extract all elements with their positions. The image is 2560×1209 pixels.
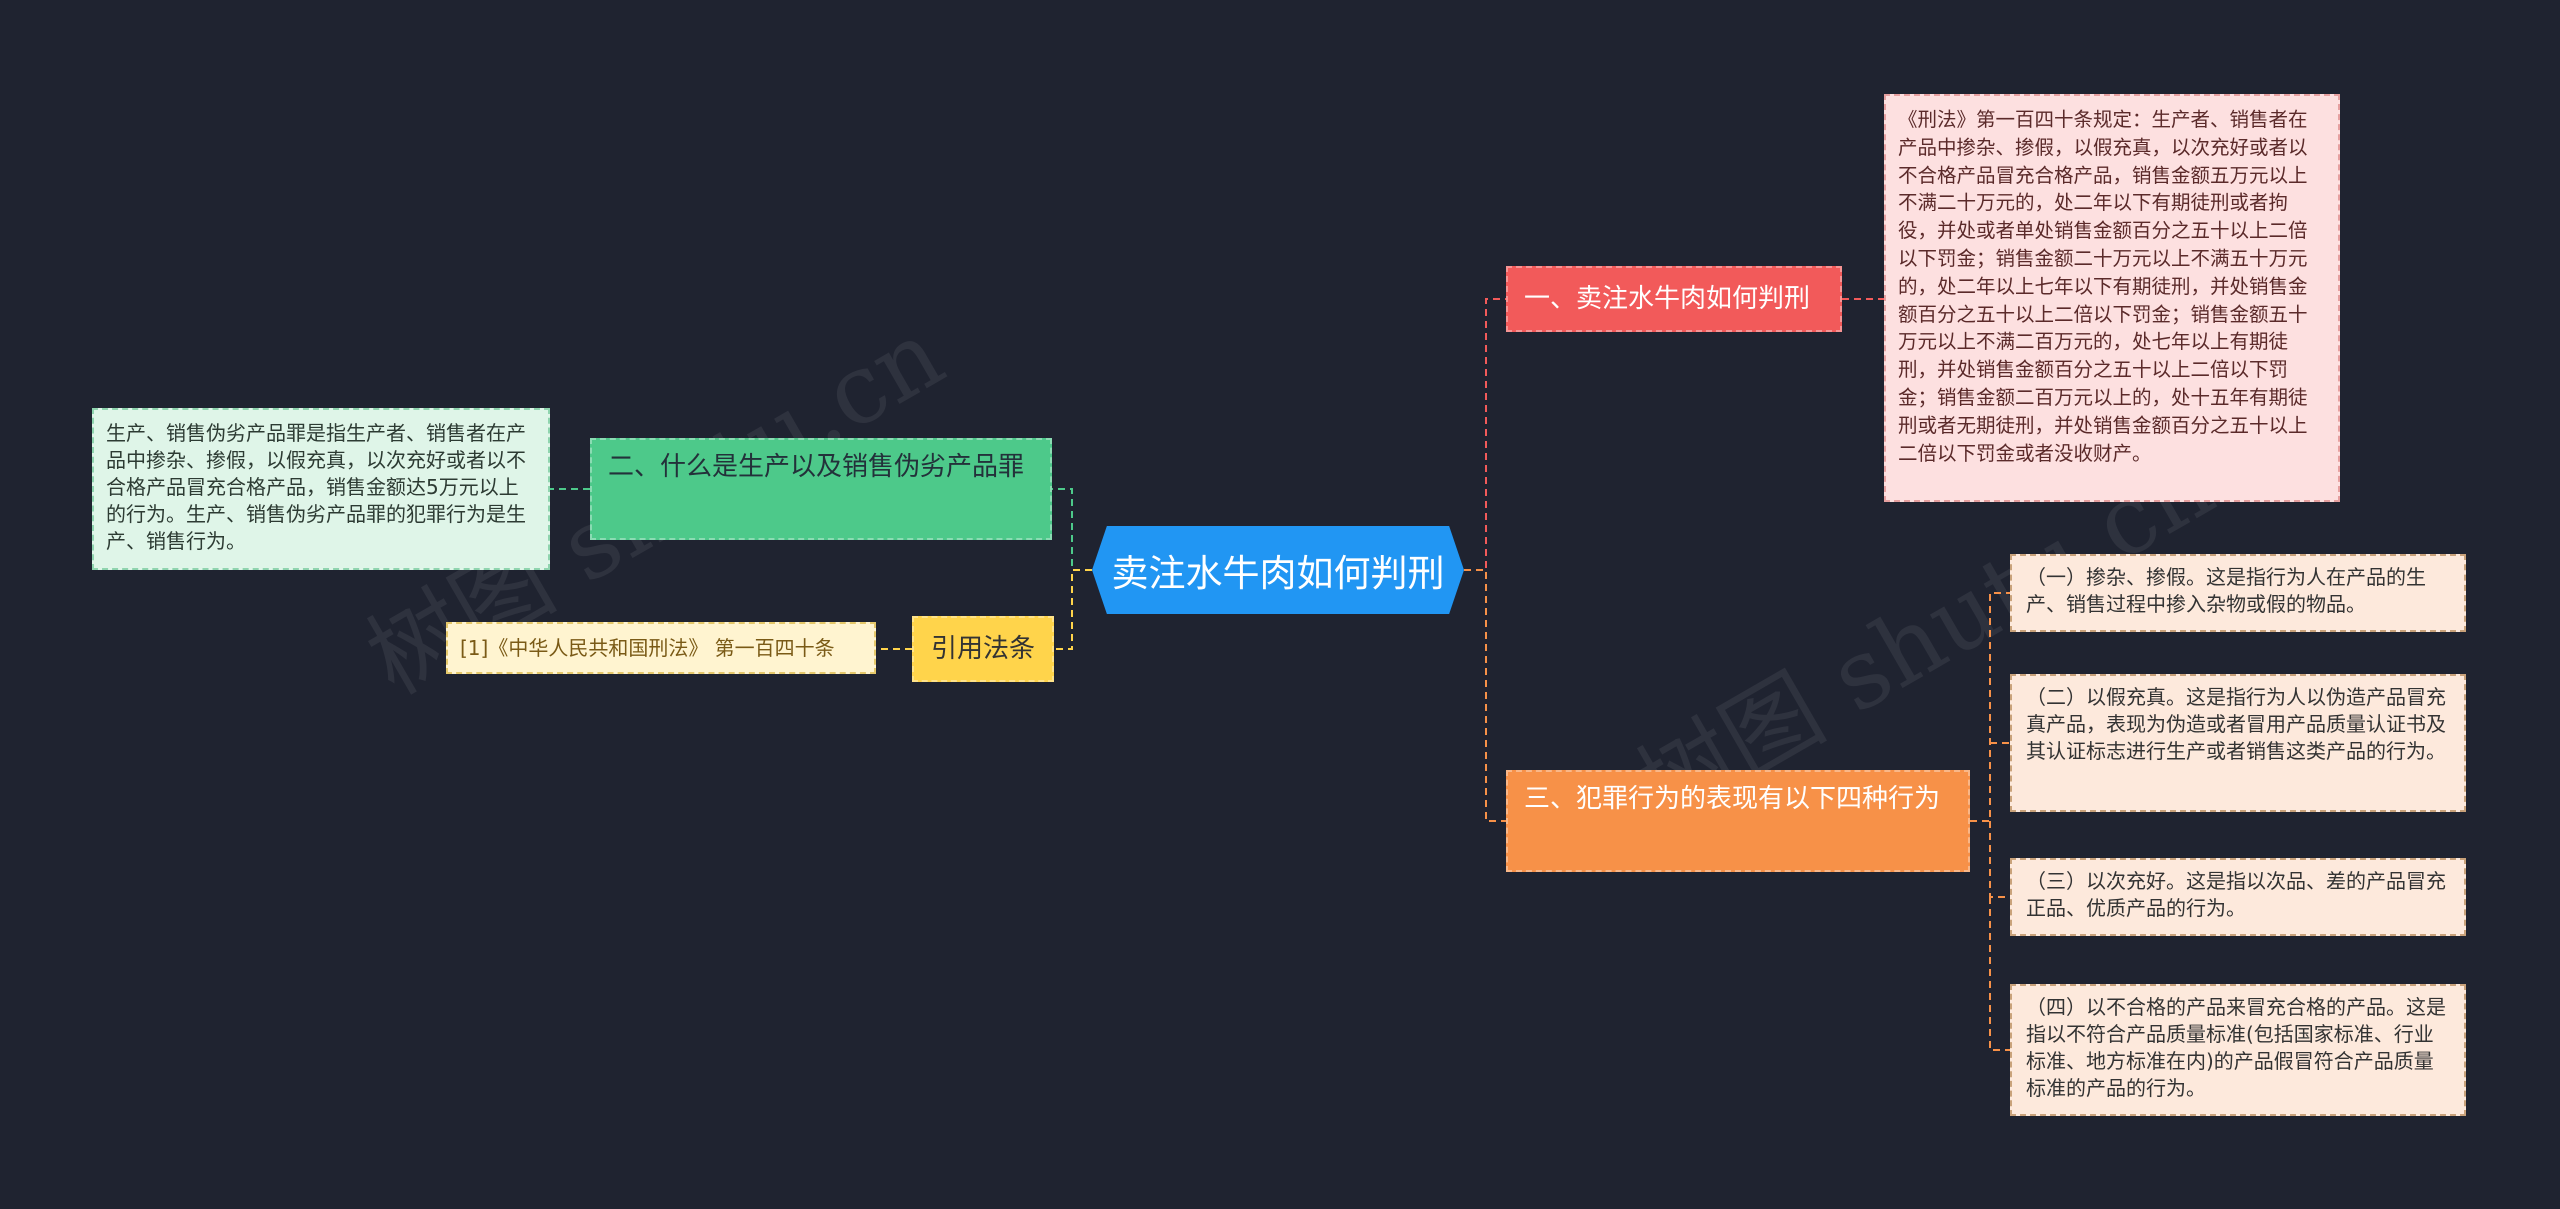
leaf-law-citation[interactable]: [1]《中华人民共和国刑法》 第一百四十条 xyxy=(446,622,876,674)
leaf-behavior-counterfeit[interactable]: （二）以假充真。这是指行为人以伪造产品冒充真产品，表现为伪造或者冒用产品质量认证… xyxy=(2010,674,2466,812)
central-topic[interactable]: 卖注水牛肉如何判刑 xyxy=(1092,526,1464,614)
leaf-behavior-inferior[interactable]: （三）以次充好。这是指以次品、差的产品冒充正品、优质产品的行为。 xyxy=(2010,858,2466,936)
branch-sentencing[interactable]: 一、卖注水牛肉如何判刑 xyxy=(1506,266,1842,332)
link-b2-leaves xyxy=(1970,592,2010,1051)
branch-four-behaviors[interactable]: 三、犯罪行为的表现有以下四种行为 xyxy=(1506,770,1970,872)
leaf-behavior-adulteration[interactable]: （一）掺杂、掺假。这是指行为人在产品的生产、销售过程中掺入杂物或假的物品。 xyxy=(2010,554,2466,632)
link-center-b3 xyxy=(1052,488,1092,571)
leaf-behavior-substandard[interactable]: （四）以不合格的产品来冒充合格的产品。这是指以不符合产品质量标准(包括国家标准、… xyxy=(2010,984,2466,1116)
link-center-b1 xyxy=(1464,298,1506,571)
link-center-b4 xyxy=(1054,569,1092,650)
branch-cited-law[interactable]: 引用法条 xyxy=(912,616,1054,682)
branch-definition[interactable]: 二、什么是生产以及销售伪劣产品罪 xyxy=(590,438,1052,540)
leaf-criminal-law-article[interactable]: 《刑法》第一百四十条规定：生产者、销售者在产品中掺杂、掺假，以假充真，以次充好或… xyxy=(1884,94,2340,502)
link-center-b2 xyxy=(1464,569,1506,822)
leaf-crime-definition[interactable]: 生产、销售伪劣产品罪是指生产者、销售者在产品中掺杂、掺假，以假充真，以次充好或者… xyxy=(92,408,550,570)
